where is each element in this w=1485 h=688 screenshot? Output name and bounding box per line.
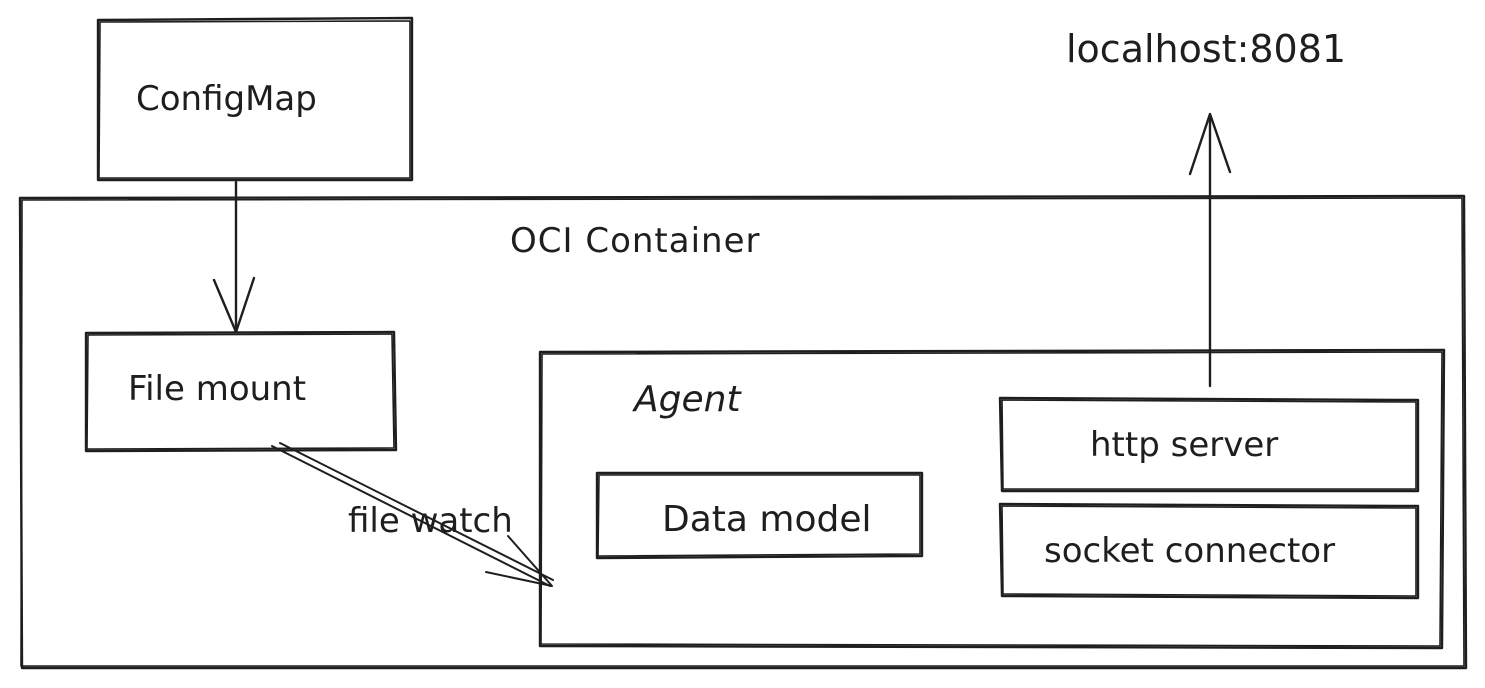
file-watch-arrow: [271, 442, 554, 587]
configmap-box: [96, 16, 414, 182]
configmap-to-file-mount-arrow: [212, 180, 256, 334]
data-model-box: [595, 471, 924, 560]
agent-box: [538, 348, 1446, 650]
agent-label: Agent: [634, 379, 741, 420]
http-server-box: [998, 396, 1420, 493]
container-box: [18, 194, 1468, 670]
localhost-label: localhost:8081: [1066, 27, 1347, 71]
socket-connector-label: socket connector: [1044, 531, 1336, 571]
http-server-to-localhost-arrow: [1188, 112, 1232, 388]
file-mount-label: File mount: [128, 369, 307, 409]
configmap-label: ConfigMap: [136, 79, 317, 119]
http-server-label: http server: [1090, 425, 1279, 465]
file-watch-label: file watch: [348, 501, 513, 541]
socket-connector-box: [998, 502, 1420, 600]
file-mount-box: [84, 330, 398, 453]
container-label: OCI Container: [510, 221, 761, 261]
data-model-label: Data model: [662, 499, 872, 540]
